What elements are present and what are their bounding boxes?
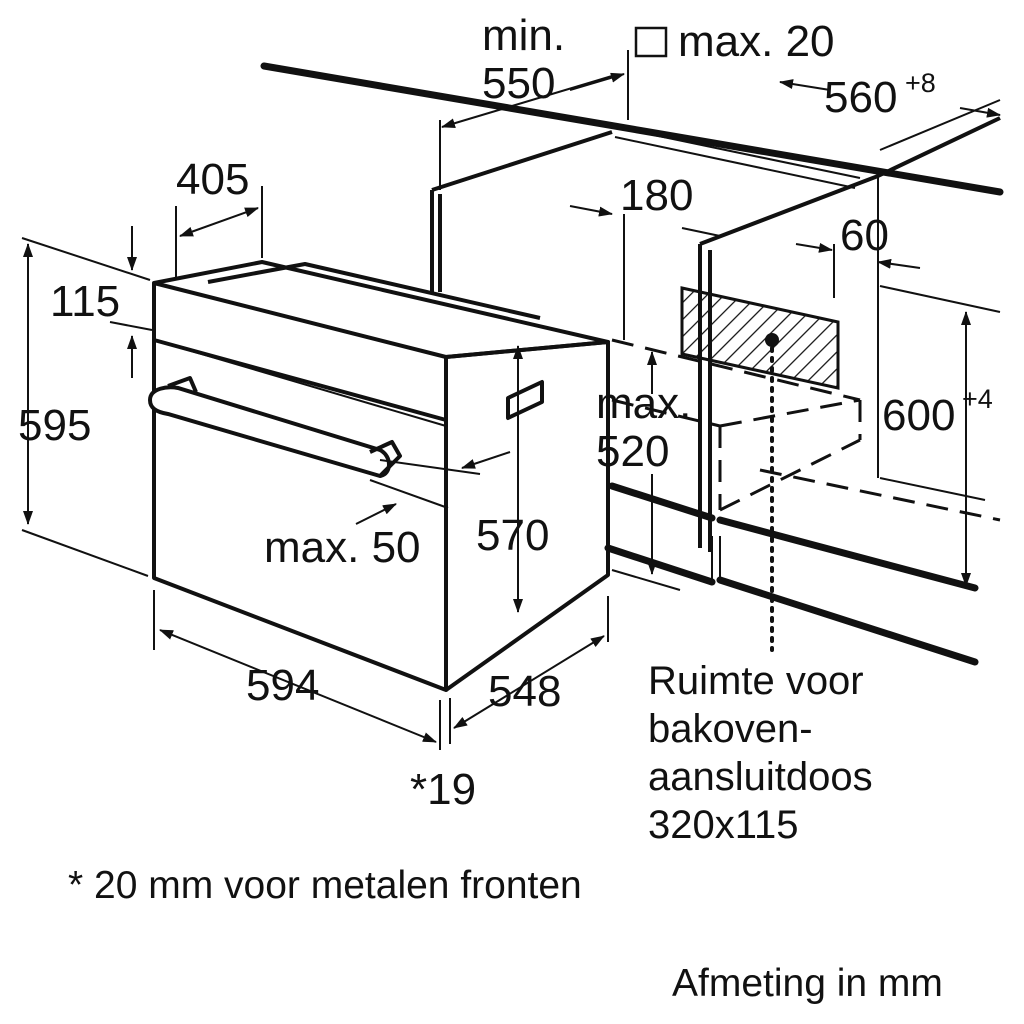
label-gap-max: max. 20 bbox=[678, 17, 835, 66]
cabinet-niche bbox=[430, 99, 1001, 666]
oven-handle bbox=[147, 385, 391, 479]
gap-symbol bbox=[634, 26, 668, 58]
socket-note-line1: Ruimte voor bbox=[648, 659, 864, 703]
footnote: * 20 mm voor metalen fronten bbox=[68, 864, 582, 907]
socket-point bbox=[765, 333, 779, 347]
oven bbox=[147, 260, 610, 692]
units-note: Afmeting in mm bbox=[672, 962, 943, 1005]
dimension-lines bbox=[21, 50, 1001, 750]
label-niche-width-tolerance: +8 bbox=[905, 68, 936, 98]
label-front-protrusion: max. 50 bbox=[264, 523, 421, 572]
label-width: 594 bbox=[246, 661, 319, 710]
label-body-height: 570 bbox=[476, 511, 549, 560]
label-max-depth: 520 bbox=[596, 427, 669, 476]
socket-box bbox=[680, 286, 840, 652]
recess-outline bbox=[611, 338, 1001, 522]
label-niche-height-tolerance: +4 bbox=[962, 384, 993, 414]
label-niche-height: 600 bbox=[882, 391, 955, 440]
label-front-thickness: *19 bbox=[410, 765, 476, 814]
label-top-gap: 115 bbox=[50, 277, 120, 326]
worktop bbox=[260, 62, 1004, 196]
label-cabinet-depth: 550 bbox=[482, 59, 555, 108]
socket-note-line3: aansluitdoos bbox=[648, 755, 873, 799]
socket-note-line4: 320x115 bbox=[648, 803, 799, 847]
label-rear-gap: 180 bbox=[620, 171, 693, 220]
label-handle-offset: 405 bbox=[176, 155, 249, 204]
label-depth: 548 bbox=[488, 667, 561, 716]
label-overall-height: 595 bbox=[18, 401, 91, 450]
label-max-depth-max: max. bbox=[596, 379, 691, 428]
socket-note-line2: bakoven- bbox=[648, 707, 813, 751]
label-side-gap: 60 bbox=[840, 211, 889, 260]
label-cabinet-depth-min: min. bbox=[482, 11, 565, 60]
label-niche-width: 560 bbox=[824, 73, 897, 122]
